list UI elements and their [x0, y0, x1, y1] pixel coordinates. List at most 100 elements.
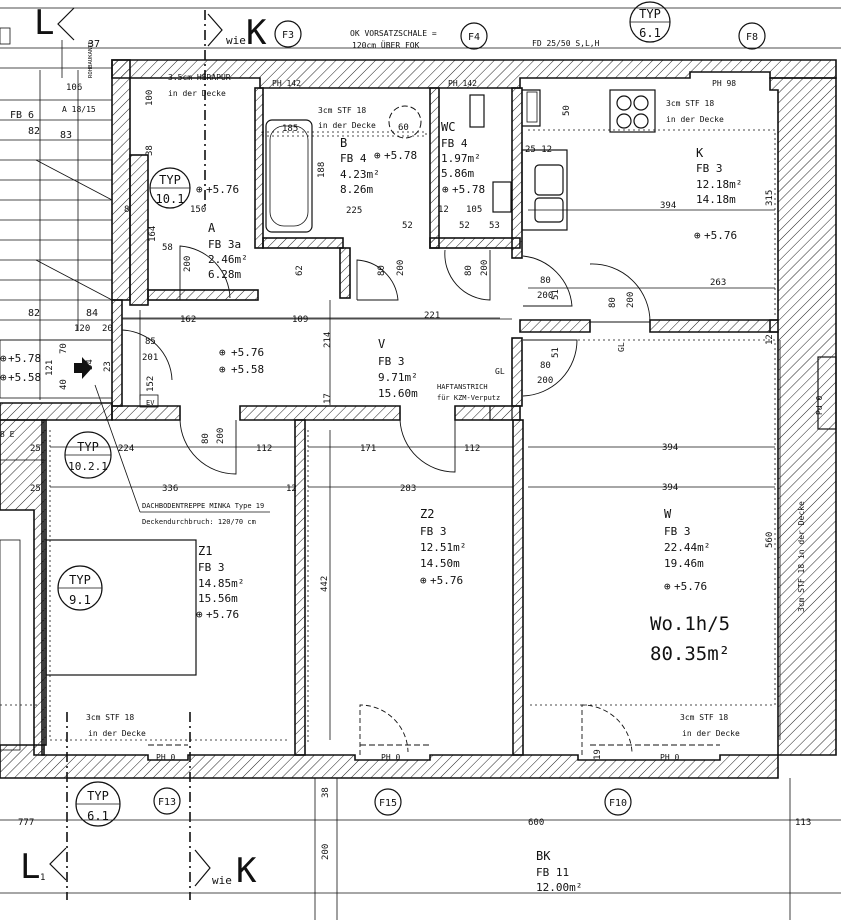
svg-text:WC: WC	[441, 120, 455, 134]
svg-text:Wo.1h/5: Wo.1h/5	[650, 613, 730, 635]
typ-tag-6-1-bottom: TYP 6.1	[75, 781, 121, 827]
svg-text:283: 283	[400, 484, 416, 494]
svg-text:201: 201	[142, 353, 158, 363]
svg-text:FB 3: FB 3	[696, 162, 723, 175]
svg-text:200: 200	[537, 376, 553, 386]
svg-text:6.28m: 6.28m	[208, 268, 241, 281]
svg-text:38: 38	[145, 145, 155, 156]
svg-text:⊕: ⊕	[694, 229, 701, 242]
interior-lines	[0, 7, 841, 920]
svg-text:+5.78: +5.78	[8, 352, 41, 365]
svg-text:in der Decke: in der Decke	[666, 115, 724, 124]
typ-tag-10-2-1: TYP 10.2.1	[64, 431, 112, 479]
svg-text:150: 150	[190, 205, 206, 215]
svg-text:+5.78: +5.78	[384, 149, 417, 162]
svg-text:BK: BK	[536, 849, 551, 863]
svg-text:3cm STF 18: 3cm STF 18	[86, 713, 134, 722]
svg-text:200: 200	[321, 844, 331, 860]
room-z1: Z1 FB 3 14.85m² 15.56m ⊕+5.76	[196, 544, 244, 621]
svg-text:FB 3a: FB 3a	[208, 238, 241, 251]
svg-text:51: 51	[551, 347, 561, 358]
svg-text:K: K	[246, 13, 267, 53]
svg-text:10.2.1: 10.2.1	[68, 460, 108, 473]
svg-text:164: 164	[148, 226, 158, 242]
svg-text:52: 52	[402, 221, 413, 231]
window-tag-f10: F10	[604, 788, 632, 816]
svg-text:19: 19	[593, 749, 603, 760]
svg-text:162: 162	[180, 315, 196, 325]
window-tag-f4: F4	[460, 22, 488, 50]
svg-text:152: 152	[146, 376, 156, 392]
svg-text:58: 58	[162, 243, 173, 253]
svg-text:PH 142: PH 142	[272, 79, 301, 88]
svg-text:FB 3: FB 3	[664, 525, 691, 538]
svg-text:+5.76: +5.76	[231, 346, 264, 359]
svg-text:OK VORSATZSCHALE =: OK VORSATZSCHALE =	[350, 29, 437, 38]
svg-text:TYP: TYP	[77, 440, 99, 454]
svg-text:L: L	[20, 847, 40, 887]
svg-text:112: 112	[256, 444, 272, 454]
svg-text:+5.76: +5.76	[206, 183, 239, 196]
svg-text:80.35m²: 80.35m²	[650, 643, 730, 665]
svg-text:120cm ÜBER FOK: 120cm ÜBER FOK	[352, 40, 420, 50]
svg-text:⊕: ⊕	[374, 149, 381, 162]
svg-text:82: 82	[28, 126, 40, 137]
svg-text:in der Decke: in der Decke	[168, 89, 226, 98]
svg-text:Pd 0: Pd 0	[815, 396, 824, 415]
svg-text:B: B	[340, 136, 347, 150]
room-a: A FB 3a 2.46m² 6.28m ⊕+5.76	[196, 183, 248, 281]
svg-text:⊕: ⊕	[0, 352, 7, 365]
svg-text:FD 25/50 S,L,H: FD 25/50 S,L,H	[532, 39, 600, 48]
svg-text:22.44m²: 22.44m²	[664, 541, 710, 554]
svg-text:9.71m²: 9.71m²	[378, 371, 418, 384]
svg-text:14.85m²: 14.85m²	[198, 577, 244, 590]
svg-text:+5.76: +5.76	[674, 580, 707, 593]
typ-tag-10-1: TYP 10.1	[149, 167, 191, 209]
window-tag-f15: F15	[374, 788, 402, 816]
svg-text:1.97m²: 1.97m²	[441, 152, 481, 165]
svg-text:25: 25	[30, 484, 41, 494]
room-v: V FB 3 9.71m² 15.60m ⊕+5.76 ⊕+5.58	[219, 337, 418, 400]
svg-text:3cm STF 18 in der Decke: 3cm STF 18 in der Decke	[797, 501, 806, 612]
svg-text:HAFTANSTRICH: HAFTANSTRICH	[437, 383, 488, 391]
svg-text:F4: F4	[468, 32, 480, 43]
svg-text:14.50m: 14.50m	[420, 557, 460, 570]
svg-text:80: 80	[464, 265, 474, 276]
svg-text:+5.58: +5.58	[8, 371, 41, 384]
svg-text:6.1: 6.1	[639, 26, 661, 40]
section-marker-bottom: L 1 wie K	[20, 847, 257, 891]
svg-text:in der Decke: in der Decke	[682, 729, 740, 738]
svg-text:53: 53	[489, 221, 500, 231]
svg-text:120: 120	[74, 324, 90, 334]
svg-text:15.60m: 15.60m	[378, 387, 418, 400]
svg-text:⊕: ⊕	[420, 574, 427, 587]
svg-text:51: 51	[551, 289, 561, 300]
svg-text:Z1: Z1	[198, 544, 212, 558]
svg-text:wie: wie	[212, 874, 232, 887]
svg-text:⊕: ⊕	[219, 363, 226, 376]
svg-text:221: 221	[424, 311, 440, 321]
svg-text:GL: GL	[495, 367, 505, 376]
window-tag-f13: F13	[153, 787, 181, 815]
svg-text:12: 12	[765, 334, 775, 345]
section-marker-top: L K wie	[34, 3, 267, 53]
svg-text:Z2: Z2	[420, 507, 434, 521]
window-tags: F3 F4 F8 F13 F15 F10	[153, 20, 766, 816]
svg-text:70: 70	[59, 343, 69, 354]
svg-text:200: 200	[183, 256, 193, 272]
svg-text:8.26m: 8.26m	[340, 183, 373, 196]
typ-tag-9-1: TYP 9.1	[57, 565, 103, 611]
svg-text:⊕: ⊕	[0, 371, 7, 384]
svg-text:K: K	[236, 851, 257, 891]
svg-text:Deckendurchbruch: 120/70 cm: Deckendurchbruch: 120/70 cm	[142, 518, 256, 526]
svg-text:225: 225	[346, 206, 362, 216]
svg-text:FB 4: FB 4	[441, 137, 468, 150]
svg-text:80: 80	[540, 361, 551, 371]
svg-text:62: 62	[295, 265, 305, 276]
svg-text:F3: F3	[282, 30, 294, 41]
svg-text:⊕: ⊕	[196, 183, 203, 196]
stair-arrow-icon	[74, 357, 92, 379]
svg-text:50: 50	[562, 105, 572, 116]
svg-text:FB 6: FB 6	[10, 110, 34, 121]
doors	[121, 245, 720, 755]
